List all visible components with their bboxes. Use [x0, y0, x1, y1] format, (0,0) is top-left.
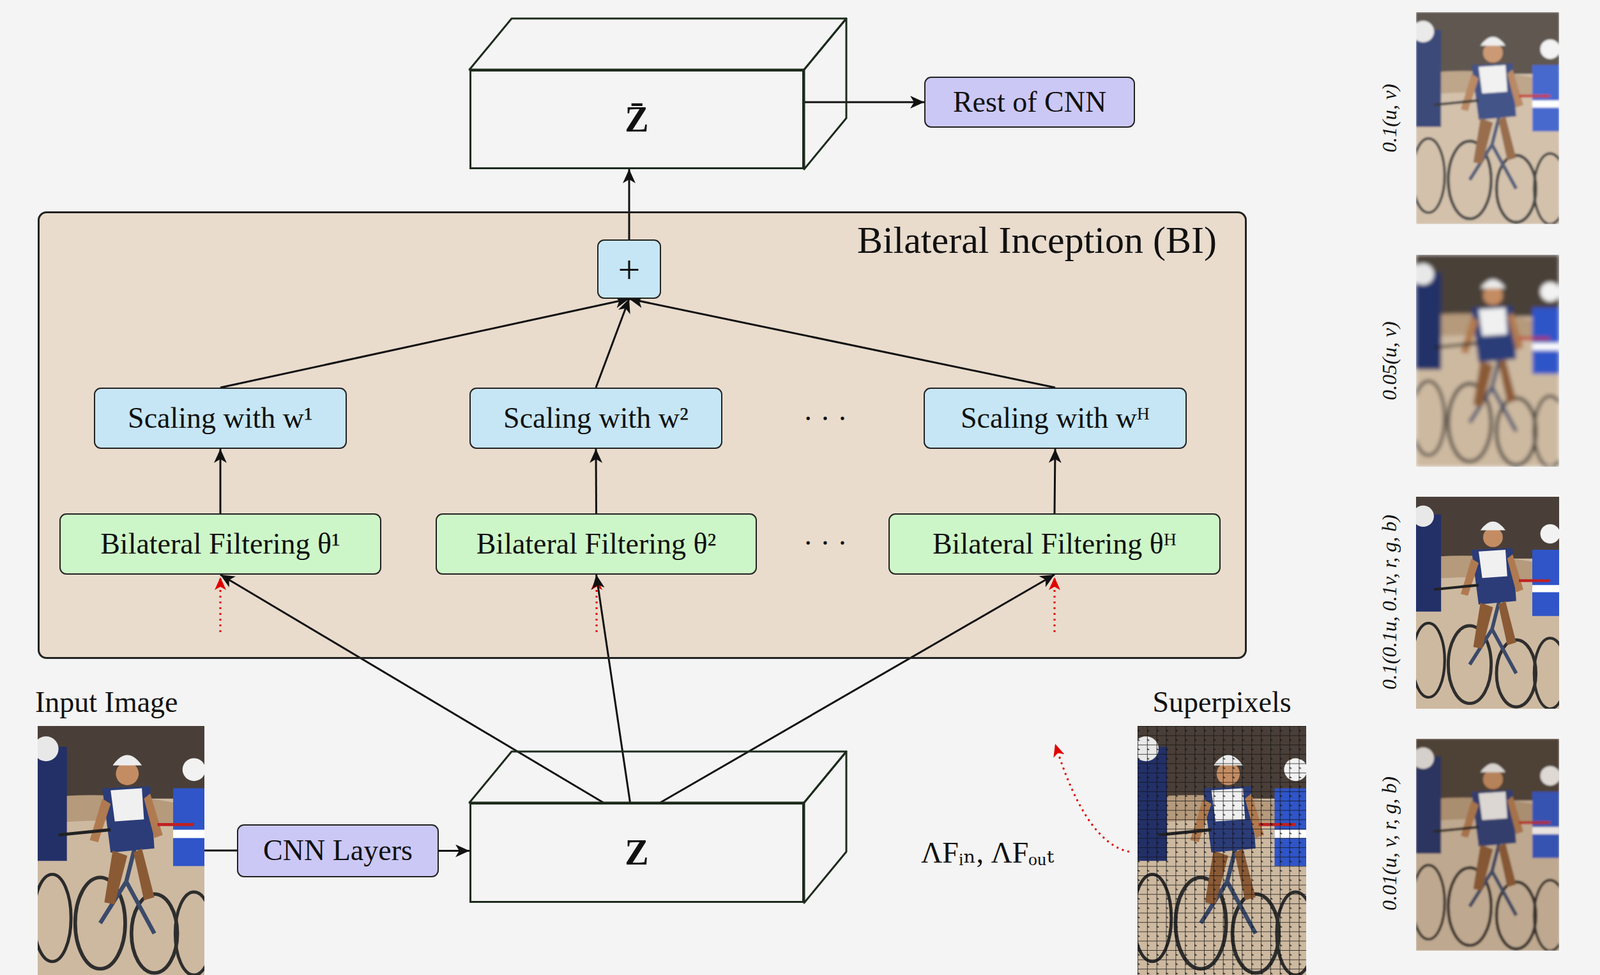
label-holder: ΛFᵢₙ, ΛFₒᵤₜ	[921, 835, 1054, 870]
node-text: Scaling with w²	[503, 401, 689, 436]
arrow-connector	[804, 101, 925, 104]
block-face	[804, 18, 847, 170]
input-feature-block: Z	[469, 802, 805, 904]
node-text: Bilateral Filtering θ²	[476, 527, 717, 562]
illustration-use	[33, 726, 213, 975]
illustration-use	[1412, 739, 1567, 952]
node-text: Bilateral Filtering θ¹	[100, 527, 341, 562]
filter-box: Bilateral Filtering θ²	[435, 513, 757, 575]
label-holder: 0.01(u, v, r, g, b)	[1377, 776, 1402, 911]
arrow-connector	[595, 449, 598, 514]
filter-parameter: 0.1(0.1u, 0.1v, r, g, b)	[1377, 514, 1401, 690]
guide-arrow	[1053, 577, 1056, 633]
filter-parameter: 0.01(u, v, r, g, b)	[1377, 776, 1401, 911]
illustration-rect	[1416, 739, 1560, 952]
node-text: Bilateral Filtering θᴴ	[932, 527, 1177, 562]
illustration-use	[1412, 496, 1567, 709]
node-text: Rest of CNN	[952, 85, 1107, 120]
illustration-rect	[1137, 726, 1307, 975]
label-holder: · · ·	[803, 526, 848, 561]
block-face	[469, 18, 847, 70]
guide-arrow	[1055, 744, 1130, 853]
label-holder: Superpixels	[1152, 685, 1291, 720]
illustration-use	[1133, 726, 1315, 975]
node-text: CNN Layers	[263, 834, 413, 869]
arrow-connector	[595, 298, 630, 388]
image-caption: Superpixels	[1152, 685, 1291, 719]
illustration-g	[1412, 12, 1567, 225]
label-holder: 0.05(u, v)	[1377, 321, 1402, 401]
sum-box: +	[597, 239, 662, 299]
filter-box: Bilateral Filtering θ¹	[59, 513, 382, 575]
illustration-g	[1412, 739, 1567, 952]
input-photo	[33, 726, 213, 975]
scaling-box: Scaling with w²	[469, 387, 723, 450]
node-text: Z̄	[624, 99, 649, 140]
feature-notation: ΛFᵢₙ, ΛFₒᵤₜ	[921, 836, 1054, 870]
arrow-connector	[596, 574, 631, 803]
label-holder: Input Image	[35, 685, 179, 720]
scaling-box: Scaling with w¹	[93, 387, 347, 450]
filter-parameter: 0.1(u, v)	[1377, 83, 1401, 153]
network-box: CNN Layers	[236, 824, 439, 878]
arrow-connector	[628, 169, 631, 240]
filtered-photo	[1412, 496, 1567, 709]
arrow-connector	[438, 850, 470, 853]
filter-box: Bilateral Filtering θᴴ	[888, 513, 1221, 575]
label-holder: 0.1(0.1u, 0.1v, r, g, b)	[1377, 514, 1402, 690]
output-feature-block: Z̄	[469, 69, 805, 170]
network-box: Rest of CNN	[924, 76, 1136, 128]
arrow-connector	[220, 298, 630, 388]
node-text: Scaling with wᴴ	[960, 401, 1150, 436]
arrow-connector	[660, 574, 1055, 803]
block-face	[469, 751, 847, 803]
node-text: +	[618, 249, 641, 290]
module-ground	[37, 211, 1247, 660]
illustration-use	[1412, 254, 1567, 467]
node-text: Z	[624, 832, 649, 874]
illustration-g	[1412, 254, 1567, 467]
image-caption: Input Image	[35, 685, 179, 719]
label-holder: · · ·	[803, 401, 848, 436]
illustration-use	[1412, 12, 1567, 225]
filtered-photo	[1412, 12, 1567, 225]
filter-parameter: 0.05(u, v)	[1377, 321, 1401, 401]
arrow-connector	[1054, 449, 1056, 514]
arrow-connector	[219, 449, 222, 514]
illustration-rect	[1416, 12, 1560, 225]
superpixel-photo	[1133, 726, 1315, 975]
arrow-connector	[629, 298, 1056, 388]
scaling-box: Scaling with wᴴ	[923, 387, 1187, 450]
node-text: Scaling with w¹	[127, 401, 313, 436]
arrow-connector	[220, 574, 604, 803]
filtered-photo	[1412, 254, 1567, 467]
label-holder: 0.1(u, v)	[1377, 83, 1402, 153]
filtered-photo	[1412, 739, 1567, 952]
image-link	[204, 850, 238, 853]
guide-arrow	[219, 577, 222, 633]
module-region: Bilateral Inception (BI)+Scaling with w¹…	[37, 211, 1247, 660]
ellipsis: · · ·	[803, 526, 848, 560]
block-face	[804, 751, 847, 904]
ellipsis: · · ·	[803, 402, 848, 435]
